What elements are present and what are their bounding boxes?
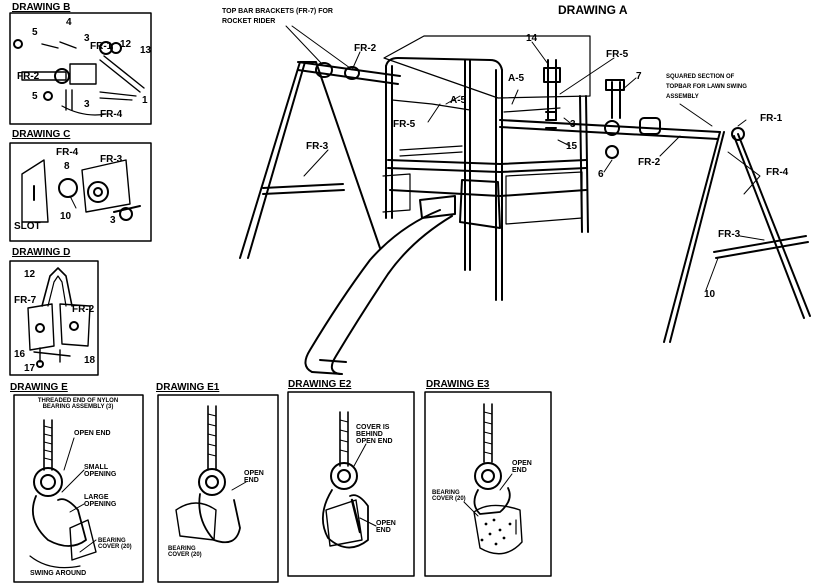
- drawing-b-label-13: 13: [140, 45, 152, 56]
- drawing-c-slot: SLOT: [14, 221, 41, 232]
- drawing-e-title: DRAWING E: [10, 382, 68, 393]
- drawing-b-fr1: FR-1: [90, 41, 113, 52]
- drawing-e1-art: [157, 394, 279, 583]
- drawing-e3-bearing-cover: BEARING COVER (20): [432, 490, 466, 502]
- drawing-d-label-16: 16: [14, 349, 26, 360]
- drawing-b-fr2: FR-2: [17, 71, 40, 82]
- drawing-a-label-10: 10: [704, 289, 716, 300]
- drawing-d-fr7: FR-7: [14, 295, 37, 306]
- drawing-c-art: [9, 142, 152, 242]
- drawing-e-threaded-note: THREADED END OF NYLON BEARING ASSEMBLY (…: [37, 398, 119, 410]
- drawing-b-label-1: 1: [142, 95, 148, 106]
- drawing-b-title: DRAWING B: [12, 2, 71, 13]
- drawing-d-label-12: 12: [24, 269, 36, 280]
- drawing-d-art: [9, 260, 99, 376]
- drawing-a-a5-left: A-5: [450, 95, 467, 106]
- drawing-e1-open-end: OPEN END: [244, 470, 264, 484]
- drawing-a-fr5-left: FR-5: [393, 119, 416, 130]
- squared-section-note-line1: SQUARED SECTION OF: [666, 74, 735, 80]
- drawing-b-label-4: 4: [66, 17, 72, 28]
- drawing-a-a5-right: A-5: [508, 73, 525, 84]
- drawing-a-fr2-top: FR-2: [354, 43, 377, 54]
- drawing-b-label-3b: 3: [84, 99, 90, 110]
- drawing-b-art: [9, 12, 152, 125]
- drawing-b-label-5b: 5: [32, 91, 38, 102]
- drawing-a-label-14: 14: [526, 33, 538, 44]
- drawing-d-fr2: FR-2: [72, 304, 95, 315]
- drawing-a-fr2-right: FR-2: [638, 157, 661, 168]
- drawing-a-fr3-right: FR-3: [718, 229, 741, 240]
- drawing-e1-bearing-cover: BEARING COVER (20): [168, 546, 202, 558]
- squared-section-note-line2: TOPBAR FOR LAWN SWING: [666, 84, 747, 90]
- drawing-d-label-18: 18: [84, 355, 96, 366]
- drawing-a-label-15: 15: [566, 141, 578, 152]
- top-bar-bracket-note-line2: ROCKET RIDER: [222, 18, 276, 25]
- drawing-c-fr3: FR-3: [100, 154, 123, 165]
- drawing-c-label-8: 8: [64, 161, 70, 172]
- drawing-e-art: [13, 394, 144, 583]
- squared-section-note-line3: ASSEMBLY: [666, 94, 699, 100]
- drawing-a-fr5-right: FR-5: [606, 49, 629, 60]
- drawing-e2-cover-behind: COVER IS BEHIND OPEN END: [356, 424, 393, 445]
- drawing-e-swing-around: SWING AROUND: [30, 570, 87, 577]
- drawing-a-fr1: FR-1: [760, 113, 783, 124]
- drawing-b-label-5a: 5: [32, 27, 38, 38]
- drawing-c-title: DRAWING C: [12, 129, 71, 140]
- drawing-e2-open-end: OPEN END: [376, 520, 396, 534]
- drawing-e-open-end: OPEN END: [74, 430, 111, 437]
- drawing-a-label-7: 7: [636, 71, 642, 82]
- drawing-a-label-6: 6: [598, 169, 604, 180]
- drawing-e1-title: DRAWING E1: [156, 382, 220, 393]
- drawing-a-fr3-left: FR-3: [306, 141, 329, 152]
- drawing-e-bearing-cover: BEARING COVER (20): [98, 538, 132, 550]
- drawing-e3-open-end: OPEN END: [512, 460, 532, 474]
- drawing-e2-art: [287, 391, 415, 577]
- drawing-e3-art: [424, 391, 552, 577]
- drawing-c-label-3: 3: [110, 215, 116, 226]
- drawing-a-art: [239, 25, 811, 375]
- drawing-d-title: DRAWING D: [12, 247, 71, 258]
- drawing-a-label-3: 3: [570, 119, 576, 130]
- drawing-e-small-opening: SMALL OPENING: [84, 464, 117, 478]
- drawing-e2-title: DRAWING E2: [288, 379, 352, 390]
- drawing-c-label-10: 10: [60, 211, 72, 222]
- drawing-c-fr4: FR-4: [56, 147, 79, 158]
- drawing-a-title: DRAWING A: [558, 3, 628, 17]
- drawing-b-label-3a: 3: [84, 33, 90, 44]
- drawing-b-label-12: 12: [120, 39, 132, 50]
- drawing-a-fr4: FR-4: [766, 167, 789, 178]
- drawing-d-label-17: 17: [24, 363, 36, 374]
- top-bar-bracket-note-line1: TOP BAR BRACKETS (FR-7) FOR: [222, 8, 333, 15]
- drawing-e3-title: DRAWING E3: [426, 379, 490, 390]
- drawing-b-fr4: FR-4: [100, 109, 123, 120]
- drawing-e-large-opening: LARGE OPENING: [84, 494, 117, 508]
